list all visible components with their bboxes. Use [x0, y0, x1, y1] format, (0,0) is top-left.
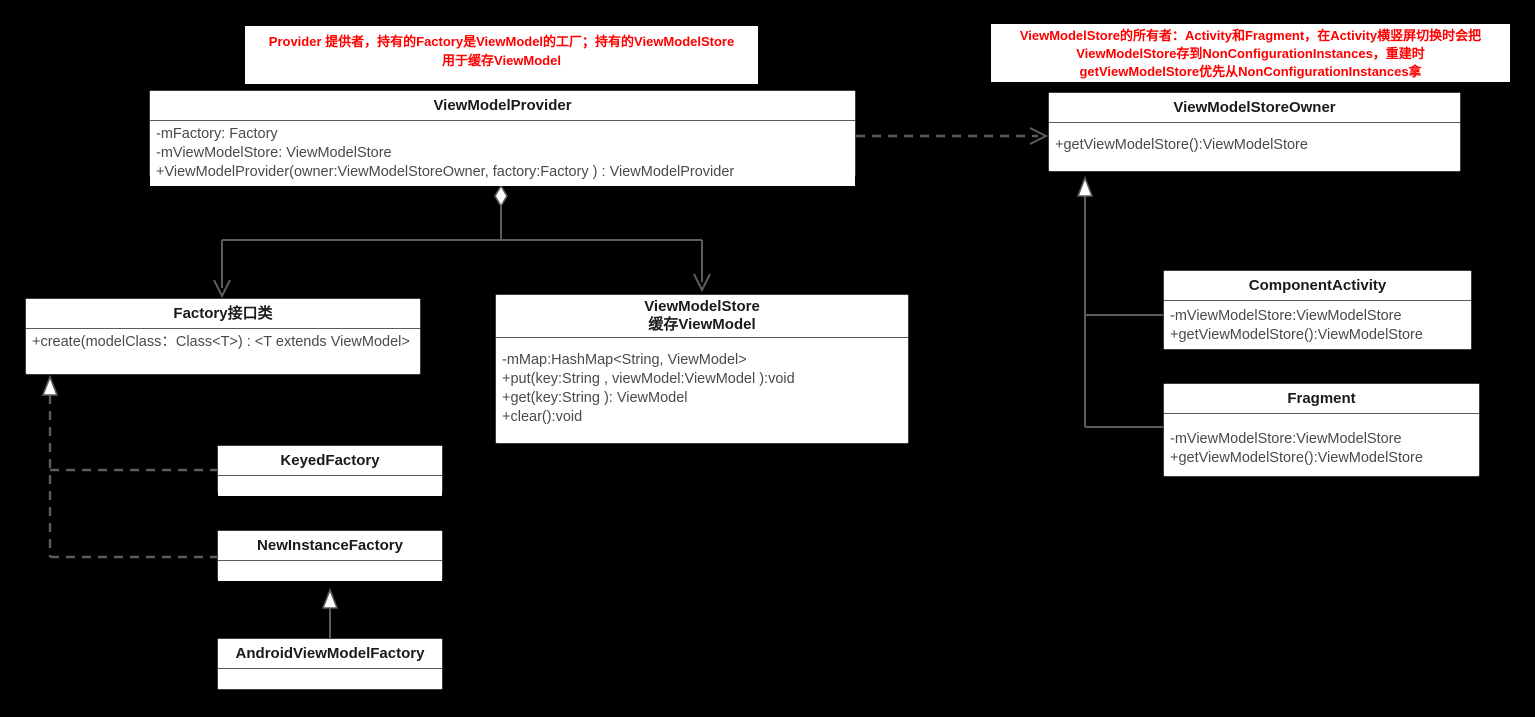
class-members-new-instance-factory [218, 561, 442, 581]
class-box-view-model-provider[interactable]: ViewModelProvider -mFactory: Factory -mV… [149, 90, 856, 186]
class-member: -mViewModelStore:ViewModelStore [1170, 431, 1402, 447]
class-member: -mFactory: Factory [156, 126, 278, 142]
class-box-factory[interactable]: Factory接口类 +create(modelClass：Class<T>) … [25, 298, 421, 375]
class-title-view-model-store-owner: ViewModelStoreOwner [1049, 93, 1460, 123]
class-member: +getViewModelStore():ViewModelStore [1055, 137, 1308, 153]
class-box-fragment[interactable]: Fragment -mViewModelStore:ViewModelStore… [1163, 383, 1480, 477]
class-member: -mViewModelStore: ViewModelStore [156, 145, 392, 161]
class-members-android-view-model-factory [218, 669, 442, 689]
class-box-new-instance-factory[interactable]: NewInstanceFactory [217, 530, 443, 581]
edge-activities-implement-owner [1076, 175, 1163, 428]
class-title-android-view-model-factory: AndroidViewModelFactory [218, 639, 442, 669]
class-title-view-model-provider: ViewModelProvider [150, 91, 855, 121]
class-box-view-model-store-owner[interactable]: ViewModelStoreOwner +getViewModelStore()… [1048, 92, 1461, 172]
class-title-fragment: Fragment [1164, 384, 1479, 414]
class-members-component-activity: -mViewModelStore:ViewModelStore +getView… [1164, 301, 1471, 349]
class-box-keyed-factory[interactable]: KeyedFactory [217, 445, 443, 496]
class-box-view-model-store[interactable]: ViewModelStore 缓存ViewModel -mMap:HashMap… [495, 294, 909, 444]
class-title-new-instance-factory: NewInstanceFactory [218, 531, 442, 561]
note-viewmodelstore-owner: ViewModelStore的所有者：Activity和Fragment，在Ac… [991, 24, 1510, 82]
class-members-factory: +create(modelClass：Class<T>) : <T extend… [26, 329, 420, 356]
edge-provider-aggregations [213, 184, 711, 299]
class-member: +clear():void [502, 409, 583, 425]
class-box-component-activity[interactable]: ComponentActivity -mViewModelStore:ViewM… [1163, 270, 1472, 350]
class-members-view-model-store: -mMap:HashMap<String, ViewModel> +put(ke… [496, 338, 908, 431]
class-members-keyed-factory [218, 476, 442, 496]
class-member: +put(key:String , viewModel:ViewModel ):… [502, 371, 795, 387]
edge-androidfactory-extends-newinstancefactory [321, 587, 339, 638]
class-member: +getViewModelStore():ViewModelStore [1170, 450, 1423, 466]
edge-factories-realize-factory [41, 374, 217, 559]
class-member: -mViewModelStore:ViewModelStore [1170, 308, 1402, 324]
class-members-view-model-store-owner: +getViewModelStore():ViewModelStore [1049, 123, 1460, 159]
class-members-fragment: -mViewModelStore:ViewModelStore +getView… [1164, 414, 1479, 472]
class-member: +get(key:String ): ViewModel [502, 390, 688, 406]
edge-provider-uses-owner [856, 127, 1049, 145]
class-member: -mMap:HashMap<String, ViewModel> [502, 352, 747, 368]
class-member: +ViewModelProvider(owner:ViewModelStoreO… [156, 164, 735, 180]
class-member: +getViewModelStore():ViewModelStore [1170, 327, 1423, 343]
class-title-view-model-store: ViewModelStore 缓存ViewModel [496, 295, 908, 338]
class-box-android-view-model-factory[interactable]: AndroidViewModelFactory [217, 638, 443, 690]
class-title-component-activity: ComponentActivity [1164, 271, 1471, 301]
class-title-keyed-factory: KeyedFactory [218, 446, 442, 476]
note-provider: Provider 提供者，持有的Factory是ViewModel的工厂；持有的… [245, 26, 758, 84]
class-title-factory: Factory接口类 [26, 299, 420, 329]
class-members-view-model-provider: -mFactory: Factory -mViewModelStore: Vie… [150, 121, 855, 186]
class-member: +create(modelClass：Class<T>) : <T extend… [32, 334, 410, 350]
